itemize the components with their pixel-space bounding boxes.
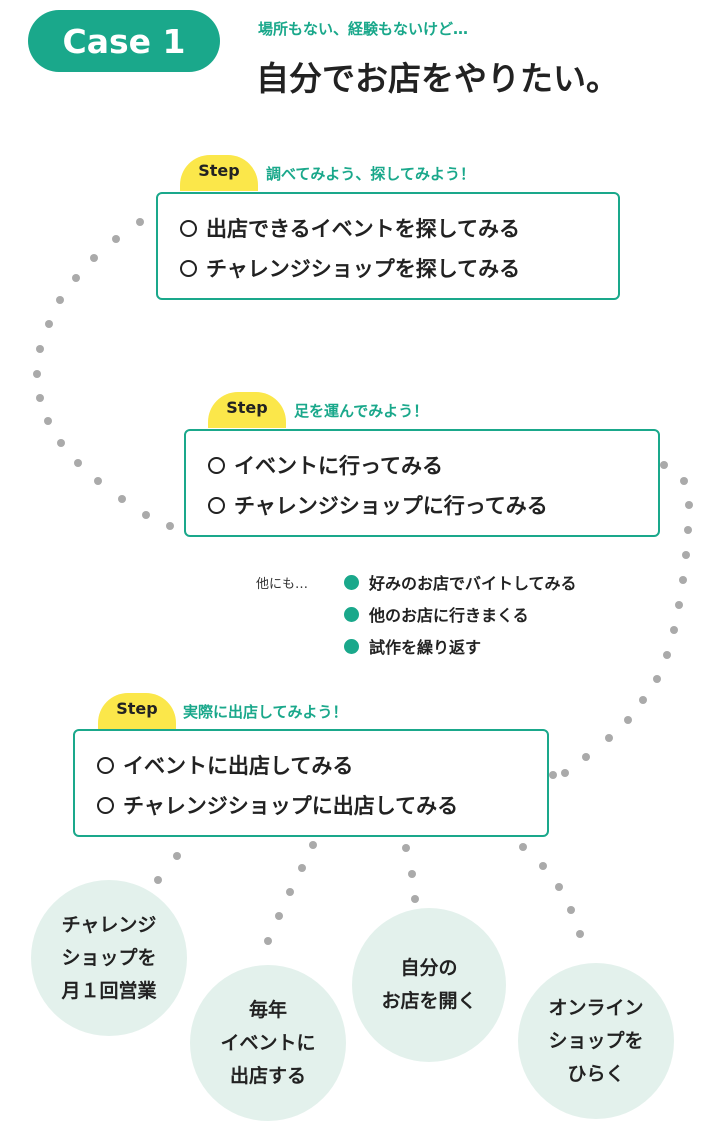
goal-circle-challenge-shop: チャレンジ ショップを 月１回営業 xyxy=(31,880,187,1036)
step-3-item: イベントに出店してみる xyxy=(97,745,547,785)
bullet-dot-icon xyxy=(344,574,359,590)
connector-dot xyxy=(36,394,44,402)
connector-dot xyxy=(402,844,410,852)
connector-dot xyxy=(675,601,683,609)
case-title: 自分でお店をやりたい。 xyxy=(256,59,619,98)
connector-dot xyxy=(154,876,162,884)
step-1-tab: Step xyxy=(180,155,258,191)
step-1-box: 出店できるイベントを探してみる チャレンジショップを探してみる xyxy=(156,192,620,300)
connector-dot xyxy=(660,461,668,469)
connector-dot xyxy=(74,459,82,467)
bullet-dot-icon xyxy=(344,606,359,622)
connector-dot xyxy=(57,439,65,447)
circle-icon xyxy=(208,496,225,514)
connector-dot xyxy=(166,522,174,530)
step-2-box: イベントに行ってみる チャレンジショップに行ってみる xyxy=(184,429,660,537)
connector-dot xyxy=(112,235,120,243)
connector-dot xyxy=(567,906,575,914)
connector-dot xyxy=(264,937,272,945)
step-2-item: イベントに行ってみる xyxy=(208,445,658,485)
connector-dot xyxy=(549,771,557,779)
connector-dot xyxy=(36,345,44,353)
connector-dot xyxy=(411,895,419,903)
step-1-item: 出店できるイベントを探してみる xyxy=(180,208,618,248)
connector-dot xyxy=(685,501,693,509)
connector-dot xyxy=(94,477,102,485)
circle-icon xyxy=(97,756,114,774)
connector-dot xyxy=(561,769,569,777)
step-3-label: 実際に出店してみよう！ xyxy=(183,703,348,721)
step-2-label: 足を運んでみよう！ xyxy=(294,402,429,420)
connector-dot xyxy=(670,626,678,634)
connector-dot xyxy=(408,870,416,878)
case-badge: Case 1 xyxy=(28,10,220,72)
step-1-label: 調べてみよう、探してみよう！ xyxy=(266,165,475,183)
others-label: 他にも… xyxy=(256,577,309,592)
connector-dot xyxy=(142,511,150,519)
connector-dot xyxy=(605,734,613,742)
connector-dot xyxy=(682,551,690,559)
others-item: 他のお店に行きまくる xyxy=(344,598,577,630)
circle-icon xyxy=(97,796,114,814)
step-3-tab: Step xyxy=(98,693,176,729)
connector-dot xyxy=(72,274,80,282)
connector-dot xyxy=(679,576,687,584)
connector-dot xyxy=(539,862,547,870)
step-2-tab: Step xyxy=(208,392,286,428)
connector-dot xyxy=(624,716,632,724)
circle-icon xyxy=(208,456,225,474)
step-1-item: チャレンジショップを探してみる xyxy=(180,248,618,288)
circle-icon xyxy=(180,219,197,237)
others-item: 試作を繰り返す xyxy=(344,630,577,662)
connector-dot xyxy=(582,753,590,761)
others-item: 好みのお店でバイトしてみる xyxy=(344,566,577,598)
goal-circle-yearly-event: 毎年 イベントに 出店する xyxy=(190,965,346,1121)
step-3-box: イベントに出店してみる チャレンジショップに出店してみる xyxy=(73,729,549,837)
case-subtitle: 場所もない、経験もないけど… xyxy=(258,20,469,38)
connector-dot xyxy=(576,930,584,938)
connector-dot xyxy=(680,477,688,485)
connector-dot xyxy=(45,320,53,328)
step-3-item: チャレンジショップに出店してみる xyxy=(97,785,547,825)
bullet-dot-icon xyxy=(344,638,359,654)
connector-dot xyxy=(44,417,52,425)
connector-dot xyxy=(136,218,144,226)
connector-dot xyxy=(555,883,563,891)
connector-dot xyxy=(653,675,661,683)
connector-dot xyxy=(309,841,317,849)
connector-dot xyxy=(118,495,126,503)
connector-dot xyxy=(33,370,41,378)
connector-dot xyxy=(663,651,671,659)
connector-dot xyxy=(56,296,64,304)
connector-dot xyxy=(173,852,181,860)
connector-dot xyxy=(286,888,294,896)
others-list: 好みのお店でバイトしてみる 他のお店に行きまくる 試作を繰り返す xyxy=(344,566,577,662)
connector-dot xyxy=(684,526,692,534)
circle-icon xyxy=(180,259,197,277)
connector-dot xyxy=(519,843,527,851)
connector-dot xyxy=(90,254,98,262)
goal-circle-own-shop: 自分の お店を開く xyxy=(352,908,506,1062)
connector-dot xyxy=(639,696,647,704)
step-2-item: チャレンジショップに行ってみる xyxy=(208,485,658,525)
connector-dot xyxy=(298,864,306,872)
connector-dot xyxy=(275,912,283,920)
goal-circle-online-shop: オンライン ショップを ひらく xyxy=(518,963,674,1119)
